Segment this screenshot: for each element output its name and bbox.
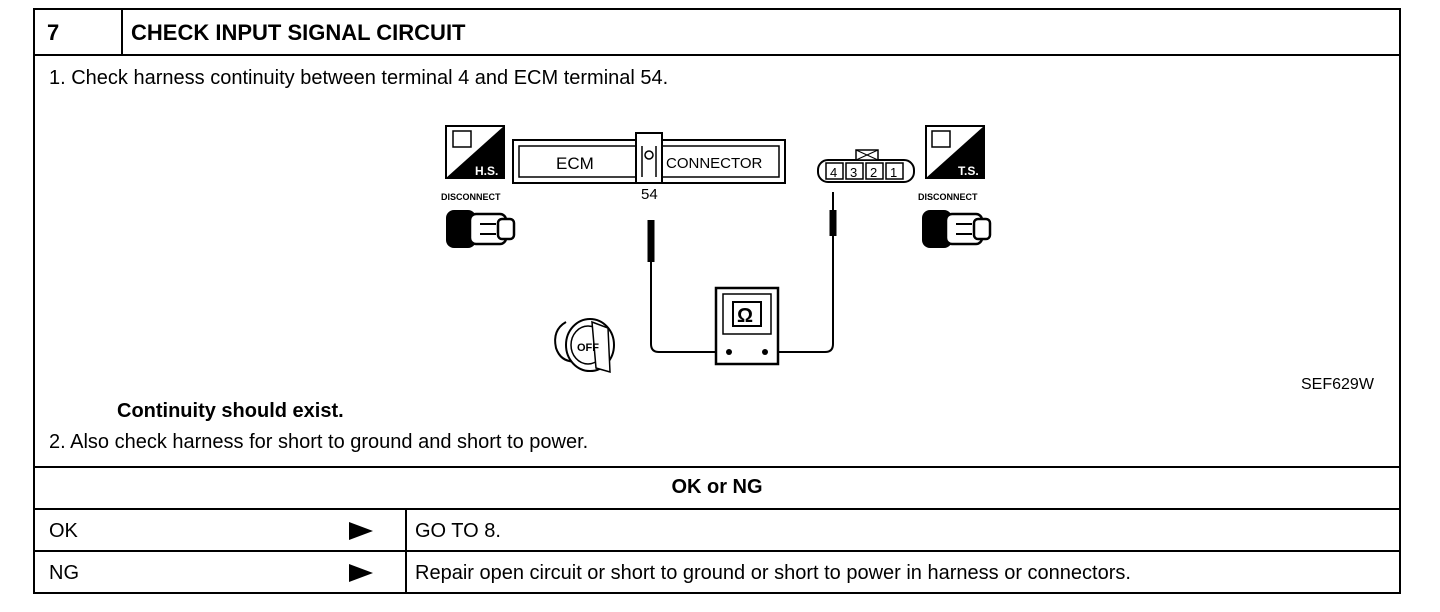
expected-result: Continuity should exist. (117, 400, 344, 422)
result-row-ng: NG Repair open circuit or short to groun… (35, 550, 1399, 594)
disconnect-icon (446, 210, 516, 248)
instruction-step-1: 1. Check harness continuity between term… (49, 67, 669, 89)
figure-code: SEF629W (1301, 376, 1374, 393)
result-action-ok: GO TO 8. (415, 520, 501, 542)
disconnect-label-right: DISCONNECT (918, 192, 978, 202)
arrow-right-icon (349, 522, 373, 540)
result-label-ok: OK (49, 520, 78, 542)
terminal-54-label: 54 (641, 186, 658, 203)
arrow-right-icon (349, 564, 373, 582)
ignition-key-icon: OFF (554, 318, 615, 374)
instruction-step-2: 2. Also check harness for short to groun… (49, 431, 589, 453)
disconnect-icon (922, 210, 992, 248)
disconnect-label-left: DISCONNECT (441, 192, 501, 202)
ts-label: T.S. (958, 164, 979, 178)
table-header: 7 CHECK INPUT SIGNAL CIRCUIT (35, 10, 1399, 56)
harness-side-icon: H.S. (445, 125, 505, 179)
ohm-symbol: Ω (737, 305, 753, 327)
step-number: 7 (47, 20, 60, 45)
step-title: CHECK INPUT SIGNAL CIRCUIT (131, 20, 466, 45)
row-divider (405, 552, 407, 594)
ohmmeter-icon: Ω (714, 286, 780, 366)
ok-ng-label: OK or NG (671, 476, 763, 498)
connector-label: CONNECTOR (666, 155, 763, 172)
terminal-side-icon: T.S. (925, 125, 985, 179)
pin-1-label: 1 (890, 165, 897, 180)
ecm-connector: ECM CONNECTOR (512, 132, 786, 184)
key-off-label: OFF (577, 342, 599, 354)
ok-ng-band: OK or NG (35, 466, 1399, 508)
sensor-connector: 4 3 2 1 (817, 149, 915, 183)
ecm-label: ECM (556, 154, 594, 173)
pin-3-label: 3 (850, 165, 857, 180)
result-action-ng: Repair open circuit or short to ground o… (415, 562, 1131, 584)
result-label-ng: NG (49, 562, 79, 584)
test-leads (647, 192, 837, 353)
inspection-table: 7 CHECK INPUT SIGNAL CIRCUIT 1. Check ha… (33, 8, 1401, 594)
result-row-ok: OK GO TO 8. (35, 508, 1399, 552)
row-divider (405, 510, 407, 552)
pin-4-label: 4 (830, 165, 837, 180)
pin-2-label: 2 (870, 165, 877, 180)
header-divider (121, 10, 123, 54)
hs-label: H.S. (475, 164, 498, 178)
